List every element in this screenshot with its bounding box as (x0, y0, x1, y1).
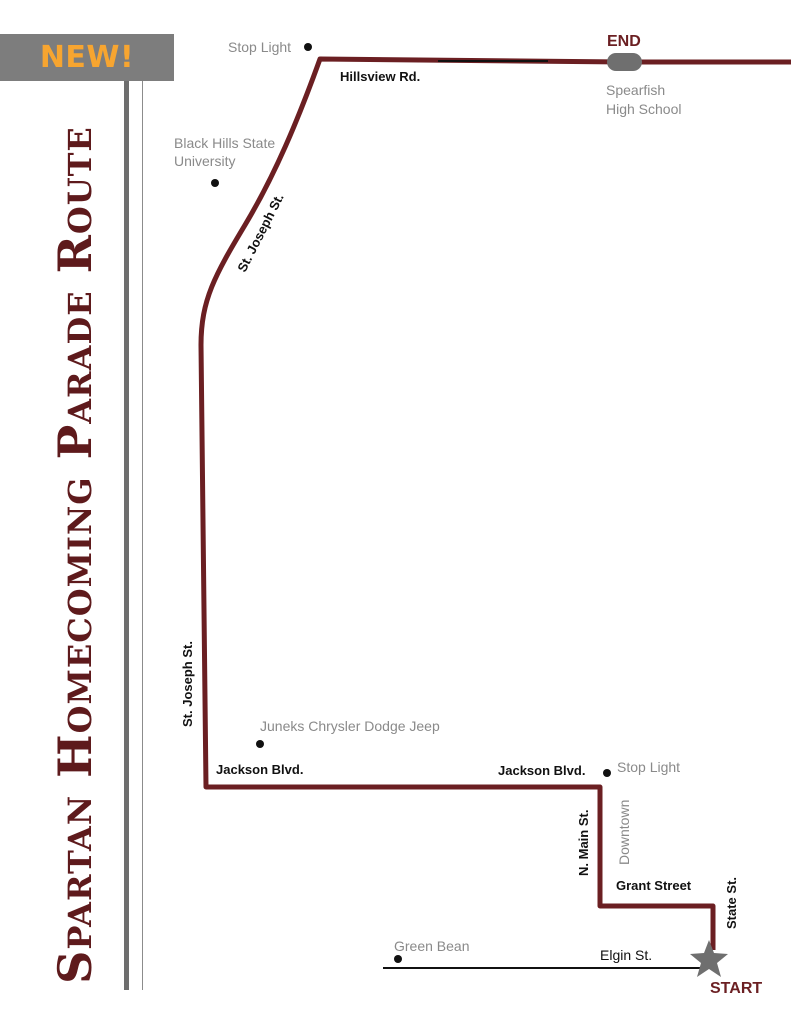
spearfish-label-line1: Spearfish (606, 82, 665, 98)
jackson-blvd-east-label: Jackson Blvd. (498, 763, 585, 778)
stop-light-south-dot (603, 769, 611, 777)
grant-street-label: Grant Street (616, 878, 692, 893)
juneks-dot (256, 740, 264, 748)
end-label: END (607, 33, 641, 50)
green-bean-label: Green Bean (394, 938, 470, 954)
state-st-label: State St. (724, 877, 739, 929)
stop-light-south-label: Stop Light (617, 759, 680, 775)
star-icon (690, 940, 728, 977)
divider-thick (124, 81, 129, 990)
stop-light-north-label: Stop Light (228, 39, 291, 55)
elgin-st-label: Elgin St. (600, 947, 652, 963)
parade-route (198, 56, 716, 950)
n-main-st-label: N. Main St. (576, 810, 591, 876)
spearfish-label-line2: High School (606, 101, 682, 117)
juneks-label: Juneks Chrysler Dodge Jeep (260, 718, 440, 734)
downtown-label: Downtown (616, 800, 632, 865)
new-banner: NEW! (0, 34, 174, 81)
st-joseph-lower-label: St. Joseph St. (180, 641, 195, 727)
divider-thin (142, 81, 143, 990)
hillsview-rd-label: Hillsview Rd. (340, 69, 420, 84)
oval-marker-icon (607, 53, 642, 71)
bhsu-label-line2: University (174, 153, 235, 169)
start-label: START (710, 980, 762, 997)
bhsu-label-line1: Black Hills State (174, 135, 275, 151)
new-label: NEW! (39, 40, 135, 75)
stop-light-north-dot (304, 43, 312, 51)
bhsu-dot (211, 179, 219, 187)
jackson-blvd-west-label: Jackson Blvd. (216, 762, 303, 777)
green-bean-dot (394, 955, 402, 963)
